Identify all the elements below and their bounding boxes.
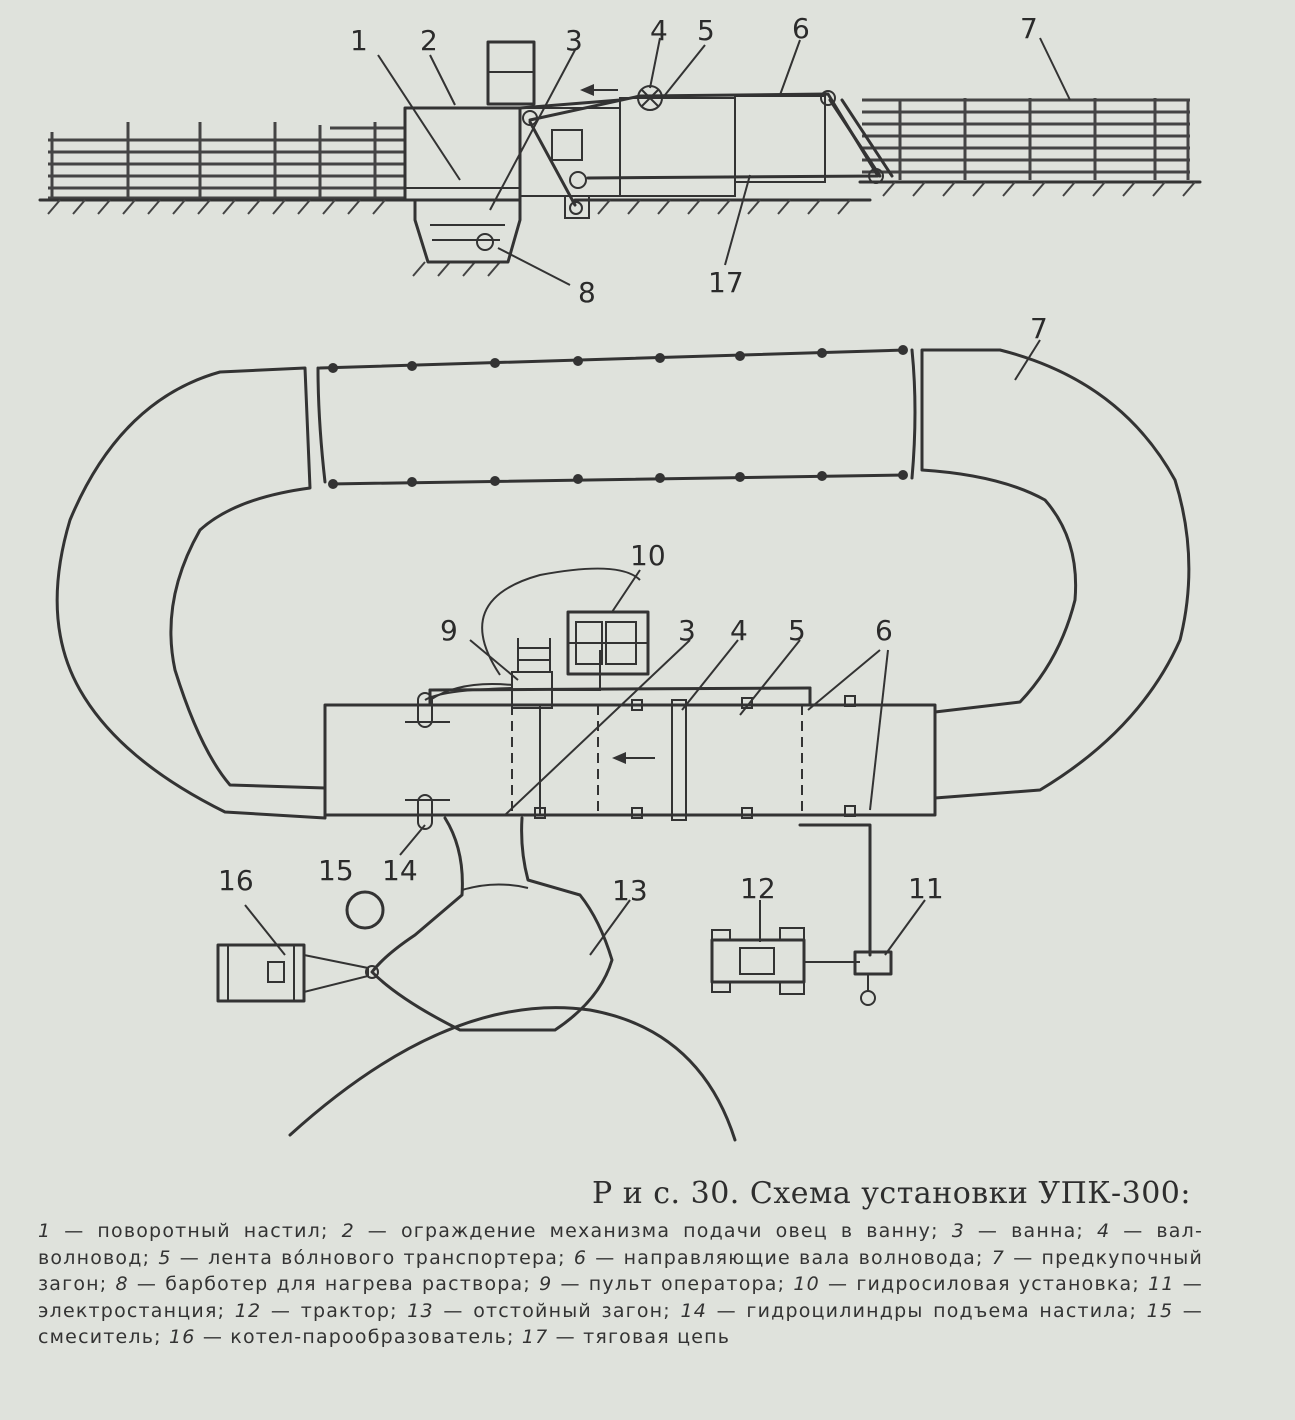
legend-item-text: — направляющие вала волновода; bbox=[587, 1246, 992, 1269]
legend-item-text: — ванна; bbox=[964, 1220, 1097, 1242]
ground bbox=[38, 180, 1202, 277]
label-side-17: 17 bbox=[708, 266, 744, 299]
right-fence bbox=[862, 98, 1190, 180]
mixer bbox=[345, 890, 385, 930]
legend-item-number: 6 bbox=[573, 1246, 588, 1269]
legend-item-number: 2 bbox=[341, 1220, 355, 1242]
bottom-arc bbox=[288, 1006, 737, 1142]
bath-pit bbox=[413, 198, 522, 264]
legend-item-number: 17 bbox=[521, 1326, 549, 1348]
legend-item: 7 — предкупочный загон; bbox=[38, 1247, 1203, 1296]
label-side-2: 2 bbox=[420, 24, 438, 57]
right-curved-pen bbox=[920, 348, 1191, 800]
label-plan-13: 13 bbox=[612, 874, 648, 907]
legend-item-number: 16 bbox=[169, 1326, 196, 1348]
figure-caption-title: Р и с. 30. Схема установки УПК-300: bbox=[592, 1176, 1191, 1211]
tractor bbox=[710, 927, 860, 995]
left-curved-pen bbox=[55, 366, 327, 820]
legend-item: 14 — гидроцилиндры подъема настила; bbox=[680, 1300, 1146, 1322]
figure-legend: 1 — поворотный настил; 2 — ограждение ме… bbox=[38, 1218, 1203, 1351]
legend-item: 17 — тяговая цепь bbox=[522, 1326, 730, 1348]
label-side-1: 1 bbox=[350, 24, 368, 57]
label-plan-3: 3 bbox=[678, 614, 696, 647]
legend-item: 13 — отстойный загон; bbox=[407, 1300, 680, 1322]
legend-item: 1 — поворотный настил; bbox=[38, 1220, 342, 1242]
legend-item-number: 5 bbox=[158, 1246, 172, 1269]
legend-item: 16 — котел-парообразователь; bbox=[169, 1326, 522, 1348]
label-side-7: 7 bbox=[1020, 12, 1038, 45]
hydro-unit bbox=[566, 610, 650, 676]
legend-item-text: — гидросиловая установка; bbox=[819, 1273, 1149, 1295]
legend-item-text: — гидроцилиндры подъема настила; bbox=[707, 1299, 1147, 1322]
legend-item-number: 7 bbox=[991, 1246, 1006, 1269]
label-side-5: 5 bbox=[697, 14, 715, 47]
side-view: 1 2 3 4 5 6 7 8 17 bbox=[38, 12, 1202, 309]
legend-item: 8 — барботер для нагрева раствора; bbox=[115, 1273, 539, 1295]
label-side-6: 6 bbox=[792, 12, 810, 45]
legend-item-number: 13 bbox=[407, 1299, 434, 1322]
legend-item: 12 — трактор; bbox=[235, 1300, 408, 1322]
label-side-3: 3 bbox=[565, 24, 583, 57]
legend-item: 6 — направляющие вала волновода; bbox=[574, 1247, 992, 1269]
legend-item-number: 8 bbox=[115, 1273, 129, 1295]
legend-item-text: — отстойный загон; bbox=[433, 1299, 681, 1322]
plan-conveyor bbox=[323, 567, 937, 830]
legend-item: 3 — ванна; bbox=[952, 1220, 1097, 1242]
legend-item: 15 — смеситель; bbox=[38, 1300, 1203, 1349]
legend-item: 4 — вал-волновод; bbox=[38, 1220, 1203, 1269]
legend-item-number: 11 bbox=[1148, 1273, 1175, 1295]
label-plan-12: 12 bbox=[740, 872, 776, 905]
label-side-4: 4 bbox=[650, 14, 668, 47]
legend-item-text: — лента вóлнового транспортера; bbox=[171, 1246, 574, 1269]
plan-view: 7 10 9 3 4 5 6 14 15 16 13 12 11 bbox=[55, 312, 1191, 1142]
legend-item: 11 — электростанция; bbox=[38, 1273, 1203, 1322]
legend-item-text: — ограждение механизма подачи овец в ван… bbox=[354, 1220, 952, 1242]
label-plan-9: 9 bbox=[440, 614, 458, 647]
legend-item-number: 1 bbox=[38, 1220, 52, 1242]
left-fence bbox=[48, 122, 405, 200]
legend-item-text: — предкупочный загон; bbox=[38, 1246, 1203, 1296]
legend-item-text: — поворотный настил; bbox=[51, 1220, 342, 1242]
conveyor bbox=[522, 84, 894, 219]
label-plan-4: 4 bbox=[730, 614, 748, 647]
legend-item-number: 4 bbox=[1096, 1220, 1111, 1242]
label-plan-16: 16 bbox=[218, 864, 254, 897]
legend-item-text: — смеситель; bbox=[38, 1299, 1204, 1349]
legend-item-text: — вал-волновод; bbox=[38, 1220, 1203, 1269]
legend-item-text: — тяговая цепь bbox=[548, 1326, 731, 1348]
label-side-8: 8 bbox=[578, 276, 596, 309]
power-station bbox=[798, 823, 893, 1006]
label-plan-6: 6 bbox=[875, 614, 893, 647]
label-plan-7: 7 bbox=[1030, 312, 1048, 345]
legend-item-number: 10 bbox=[793, 1273, 820, 1295]
label-plan-10: 10 bbox=[630, 539, 666, 572]
legend-item: 10 — гидросиловая установка; bbox=[793, 1273, 1148, 1295]
legend-item: 9 — пульт оператора; bbox=[539, 1273, 793, 1295]
legend-item: 2 — ограждение механизма подачи овец в в… bbox=[342, 1220, 952, 1242]
legend-item-number: 15 bbox=[1146, 1299, 1174, 1322]
straight-pen bbox=[316, 345, 917, 489]
legend-item-text: — барботер для нагрева раствора; bbox=[128, 1273, 540, 1295]
legend-item-text: — пульт оператора; bbox=[552, 1273, 794, 1295]
legend-item-number: 14 bbox=[680, 1299, 708, 1322]
plan-leaders bbox=[244, 339, 1041, 956]
legend-item-text: — электростанция; bbox=[38, 1273, 1203, 1322]
side-leaders bbox=[377, 37, 1071, 286]
legend-item-number: 9 bbox=[539, 1273, 553, 1295]
label-plan-11: 11 bbox=[908, 872, 944, 905]
legend-item-number: 12 bbox=[234, 1299, 262, 1322]
legend-item-number: 3 bbox=[951, 1220, 965, 1242]
label-plan-14: 14 bbox=[382, 854, 418, 887]
settling-pen bbox=[370, 816, 614, 1032]
legend-item: 5 — лента вóлнового транспортера; bbox=[158, 1247, 574, 1269]
legend-item-text: — трактор; bbox=[261, 1299, 408, 1322]
label-plan-15: 15 bbox=[318, 854, 354, 887]
label-plan-5: 5 bbox=[788, 614, 806, 647]
boiler bbox=[216, 943, 379, 1003]
legend-item-text: — котел-парообразователь; bbox=[195, 1326, 522, 1348]
upk300-diagram: 1 2 3 4 5 6 7 8 17 bbox=[38, 12, 1202, 1142]
